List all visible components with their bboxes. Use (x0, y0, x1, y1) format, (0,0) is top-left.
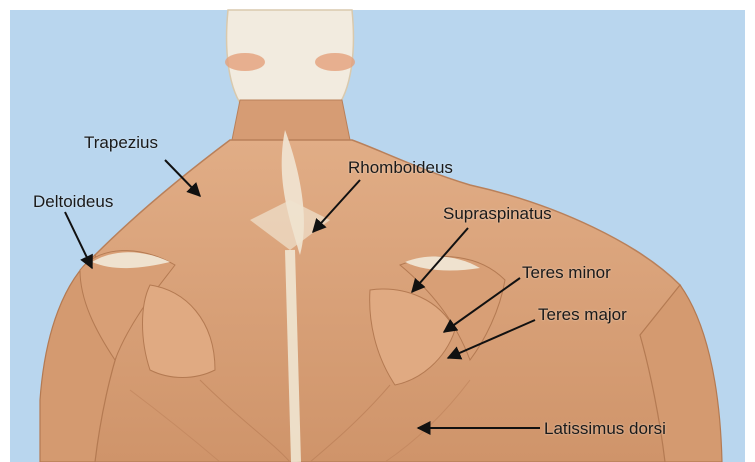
label-supraspinatus: Supraspinatus (443, 204, 552, 224)
label-teres-minor: Teres minor (522, 263, 611, 283)
label-rhomboideus: Rhomboideus (348, 158, 453, 178)
label-deltoideus: Deltoideus (33, 192, 113, 212)
label-teres-major: Teres major (538, 305, 627, 325)
spine (290, 250, 296, 462)
label-trapezius: Trapezius (84, 133, 158, 153)
label-latissimus-dorsi: Latissimus dorsi (544, 419, 666, 439)
